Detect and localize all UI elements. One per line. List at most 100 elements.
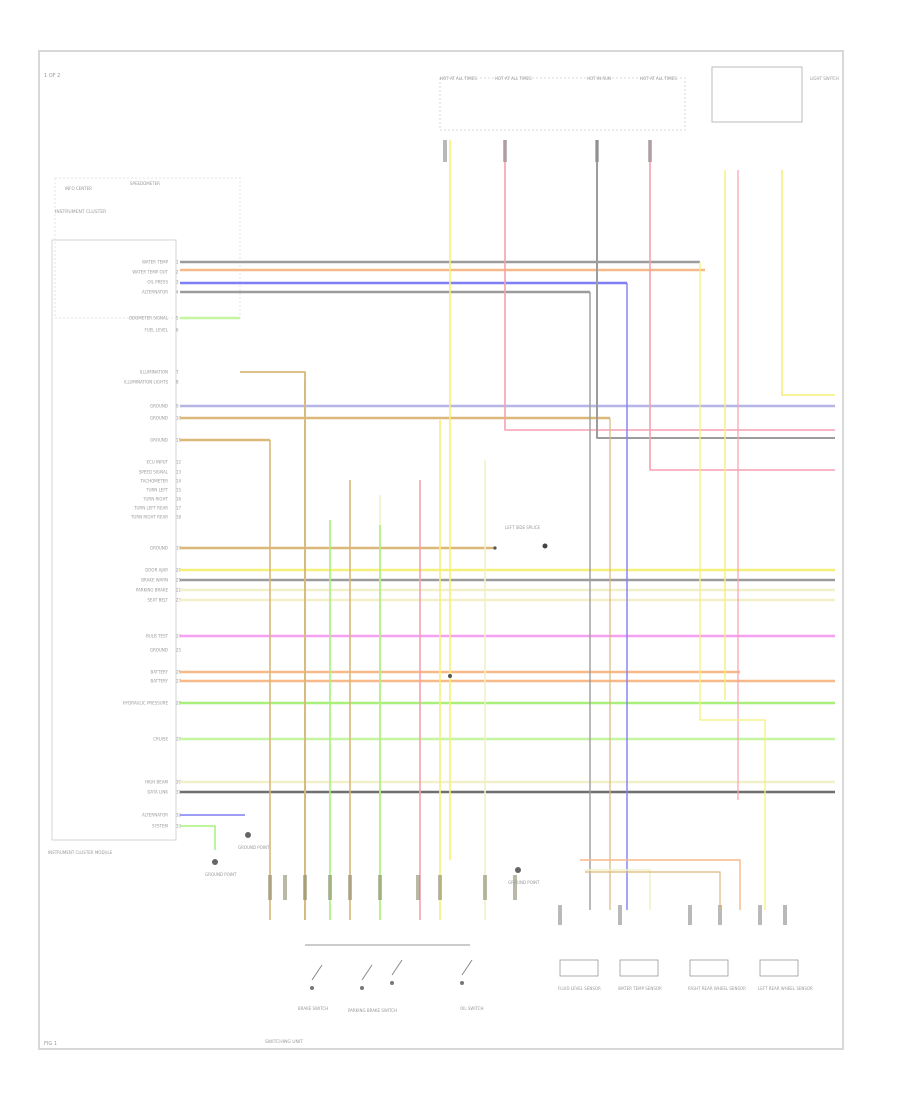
- splice-wire: [580, 859, 741, 910]
- diagram-text: 22: [176, 588, 182, 593]
- top-fuse-box: [439, 77, 686, 131]
- connector-pin: [443, 140, 447, 162]
- diagram-text: TURN LEFT REAR: [133, 506, 168, 511]
- diagram-text: 27: [176, 679, 182, 684]
- diagram-text: 15: [176, 488, 182, 493]
- switch-pivot: [310, 986, 314, 990]
- diagram-text: HIGH BEAM: [145, 780, 169, 785]
- diagram-text: 31: [176, 790, 182, 795]
- diagram-text: 11: [176, 438, 182, 443]
- diagram-text: GROUND POINT: [205, 872, 237, 877]
- diagram-text: PARKING BRAKE: [136, 588, 169, 593]
- diagram-text: OIL PRESS: [147, 280, 168, 285]
- diagram-text: ODOMETER SIGNAL: [129, 316, 169, 321]
- sensor-box: [689, 959, 729, 977]
- cluster-sub: INFO CENTER: [65, 186, 92, 191]
- diagram-text: 21: [176, 578, 182, 583]
- diagram-text: BRAKE WARN: [141, 578, 168, 583]
- feed-wire: [649, 140, 835, 471]
- diagram-text: GROUND: [150, 416, 168, 421]
- cluster-note: INSTRUMENT CLUSTER MODULE: [48, 850, 113, 855]
- diagram-frame: [38, 50, 844, 1050]
- footer-label: FIG 1: [44, 1041, 57, 1047]
- splice-point: [542, 543, 548, 549]
- switching-unit-label: SWITCHING UNIT: [265, 1040, 303, 1045]
- diagram-text: 7: [176, 370, 179, 375]
- diagram-text: TURN LEFT: [145, 488, 168, 493]
- diagram-text: SPEED SIGNAL: [139, 470, 169, 475]
- cluster-sub2: SPEEDOMETER: [130, 181, 160, 186]
- diagram-text: 17: [176, 506, 182, 511]
- connector-pin: [503, 140, 507, 162]
- diagram-text: PARKING BRAKE SWITCH: [348, 1008, 397, 1013]
- connector-pin: [758, 905, 762, 925]
- diagram-text: 13: [176, 470, 182, 475]
- connector-pin: [558, 905, 562, 925]
- feed-wire: [596, 140, 835, 439]
- diagram-text: SEAT BELT: [147, 598, 168, 603]
- diagram-text: GROUND POINT: [508, 880, 540, 885]
- diagram-text: OIL SWITCH: [460, 1006, 484, 1011]
- switch-contact: [361, 964, 373, 981]
- diagram-text: RIGHT REAR WHEEL SENSOR: [688, 986, 746, 991]
- diagram-text: WATER TEMP OUT: [132, 270, 168, 275]
- diagram-text: WATER TEMP: [142, 260, 169, 265]
- switch-contact: [461, 959, 473, 976]
- diagram-text: HOT AT ALL TIMES: [640, 76, 677, 81]
- diagram-text: BATTERY: [151, 679, 169, 684]
- sensor-box: [759, 959, 799, 977]
- diagram-text: 29: [176, 737, 182, 742]
- splice-wire: [585, 871, 721, 910]
- connector-pin: [378, 875, 382, 900]
- sensor-box: [559, 959, 599, 977]
- diagram-text: ECU INPUT: [147, 460, 169, 465]
- diagram-text: BATTERY: [151, 670, 169, 675]
- connector-pin: [648, 140, 652, 162]
- diagram-text: 25: [176, 648, 182, 653]
- splice-label: LEFT SIDE SPLICE: [505, 525, 540, 530]
- connector-pin: [438, 875, 442, 900]
- diagram-text: ALTERNATOR: [142, 813, 168, 818]
- diagram-text: DOOR AJAR: [145, 568, 168, 573]
- diagram-text: CRUISE: [153, 737, 168, 742]
- light-switch-box: [711, 66, 803, 123]
- diagram-text: ALTERNATOR: [142, 290, 168, 295]
- diagram-text: 12: [176, 460, 182, 465]
- alt-wire: [180, 825, 216, 850]
- diagram-text: 9: [176, 404, 179, 409]
- diagram-text: 2: [176, 270, 179, 275]
- diagram-text: SYSTEM: [152, 824, 168, 829]
- diagram-text: 6: [176, 328, 179, 333]
- diagram-text: 18: [176, 515, 182, 520]
- splice-wire: [585, 869, 651, 910]
- diagram-text: FLUID LEVEL SENSOR: [558, 986, 601, 991]
- connector-pin: [348, 875, 352, 900]
- diagram-text: 14: [176, 479, 182, 484]
- cluster-box: [51, 239, 177, 841]
- diagram-text: TURN RIGHT REAR: [130, 515, 168, 520]
- cluster-inner-box: [54, 177, 241, 319]
- diagram-text: 4: [176, 290, 179, 295]
- diagram-text: TACHOMETER: [140, 479, 169, 484]
- corner-label: 1 OF 2: [44, 73, 61, 79]
- connector-pin: [618, 905, 622, 925]
- diagram-text: 19: [176, 546, 182, 551]
- splice-point: [448, 674, 452, 678]
- diagram-text: LIGHT SWITCH: [810, 76, 839, 81]
- feed-wire: [699, 262, 766, 910]
- diagram-text: HYDRAULIC PRESSURE: [123, 701, 169, 706]
- diagram-text: 5: [176, 316, 179, 321]
- diagram-text: DATA LINK: [147, 790, 168, 795]
- diagram-text: 23: [176, 598, 182, 603]
- diagram-text: 32: [176, 813, 182, 818]
- diagram-text: BRAKE SWITCH: [298, 1006, 328, 1011]
- diagram-text: 16: [176, 497, 182, 502]
- connector-pin: [783, 905, 787, 925]
- diagram-text: 20: [176, 568, 182, 573]
- connector-pin: [718, 905, 722, 925]
- diagram-text: 1: [176, 260, 179, 265]
- diagram-text: GROUND: [150, 546, 168, 551]
- switch-pivot: [360, 986, 364, 990]
- splice-point: [493, 546, 497, 550]
